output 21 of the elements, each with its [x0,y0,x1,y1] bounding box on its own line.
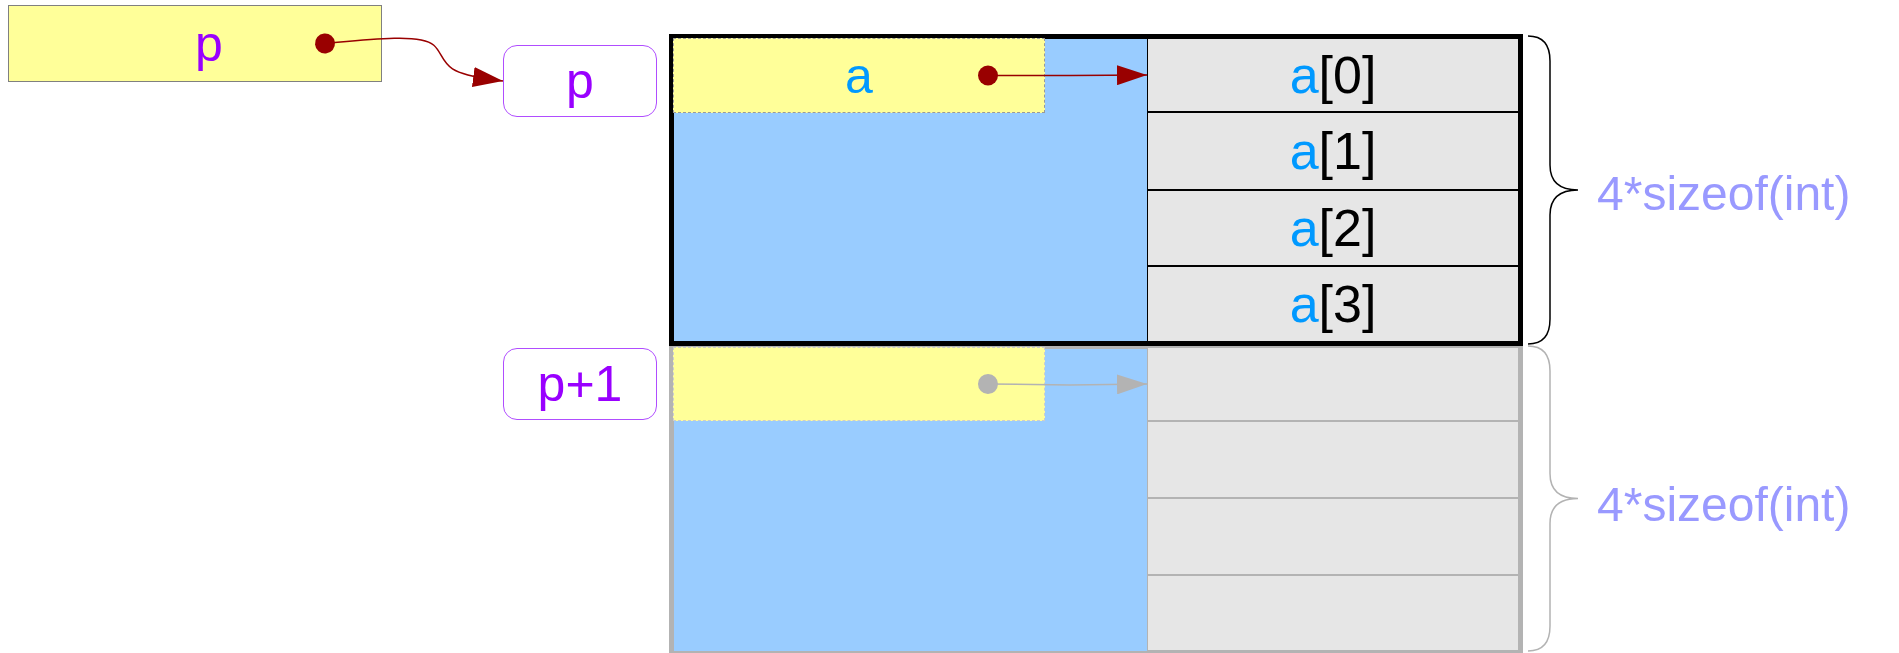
array-block [669,34,1523,346]
pointer-variable-box [8,5,382,82]
array-name-box [673,38,1045,113]
pointer-label-box [503,45,657,117]
pointer-label-box [503,348,657,420]
variable-name: p+1 [537,359,623,409]
array-element-cell [1147,347,1519,421]
array-block [669,344,1523,653]
array-element-cell [1147,575,1519,651]
array-element-cell [1147,112,1519,190]
array-element-cell [1147,38,1519,112]
array-name-box [673,347,1045,421]
variable-name: p [566,56,594,106]
variable-name: a [845,50,873,101]
array-element-cell [1147,190,1519,266]
array-element-cell [1147,266,1519,342]
size-label: 4*sizeof(int) [1597,170,1851,218]
size-label: 4*sizeof(int) [1597,481,1851,529]
array-element-cell [1147,498,1519,575]
array-element-cell [1147,421,1519,498]
variable-name: p [195,18,223,69]
